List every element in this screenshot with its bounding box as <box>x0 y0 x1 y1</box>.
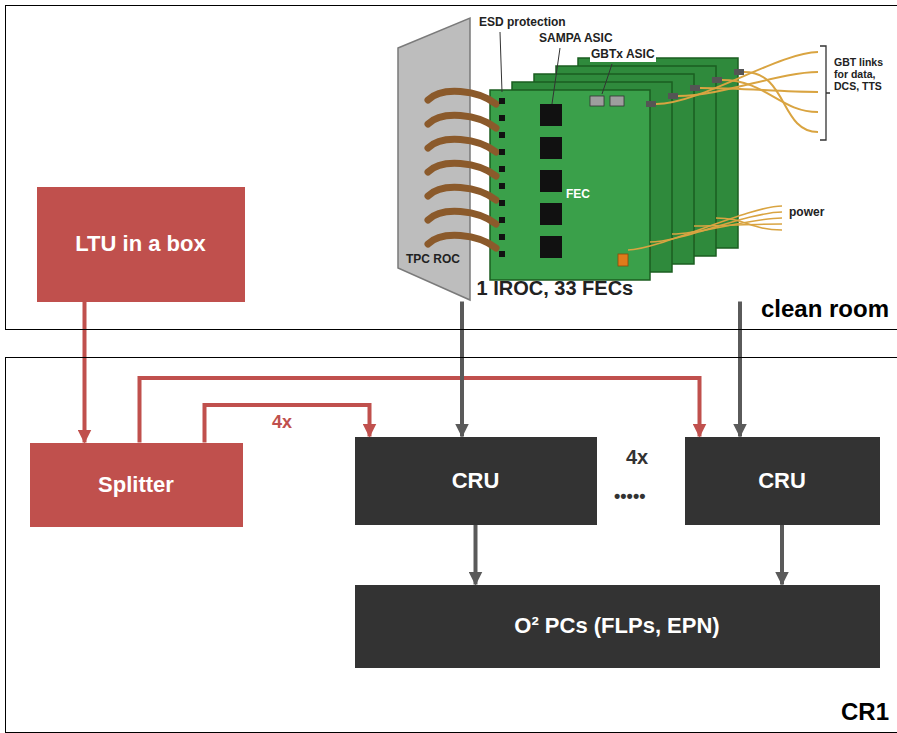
part-label: TPC ROC <box>406 253 460 267</box>
signal-connector <box>780 525 784 585</box>
part-label: power <box>788 206 825 220</box>
esd-diode <box>499 234 505 240</box>
cable-plug <box>668 93 678 99</box>
gbt-cable <box>744 72 818 132</box>
flex-cable <box>428 139 496 152</box>
power-connector <box>618 254 628 266</box>
part-label: FEC <box>566 188 590 202</box>
power-cable <box>672 218 782 234</box>
box-label: Splitter <box>98 472 174 498</box>
sampa-chip <box>540 236 562 258</box>
power-cable <box>694 224 782 226</box>
flex-cable <box>428 115 496 128</box>
gbtx-chip <box>590 96 604 106</box>
flex-cable <box>428 91 496 104</box>
esd-diode <box>499 132 505 138</box>
sampa-chip <box>540 170 562 192</box>
cru-box: CRU <box>685 437 880 525</box>
link-bracket <box>820 46 830 140</box>
leader-lines <box>552 48 560 104</box>
room-region: clean room LTU in a box 1 IROC, 33 FECs <box>5 5 897 330</box>
roc-plate <box>398 18 470 300</box>
power-cable <box>716 218 782 230</box>
signal-connector <box>83 302 87 443</box>
cable-plug <box>712 77 722 83</box>
cable-plug <box>646 101 656 107</box>
esd-diode <box>499 98 505 104</box>
esd-diode <box>499 251 505 257</box>
region-title: clean room <box>761 295 889 323</box>
flex-cable <box>428 211 496 224</box>
power-cable <box>650 212 782 242</box>
region-title: CR1 <box>841 698 889 726</box>
sampa-chip <box>540 137 562 159</box>
roc-plate <box>398 18 470 300</box>
esd-diode <box>499 149 505 155</box>
ltu-box: LTU in a box <box>37 187 245 302</box>
pc-farm-box: O² PCs (FLPs, EPN) <box>355 585 880 668</box>
box-label: O² PCs (FLPs, EPN) <box>514 613 719 639</box>
power-cable <box>628 206 782 250</box>
board-chips <box>499 96 624 258</box>
signal-connector <box>205 405 370 443</box>
gbtx-chip <box>610 96 624 106</box>
esd-diode <box>499 183 505 189</box>
flex-cable <box>428 163 496 176</box>
box-label: LTU in a box <box>75 231 205 257</box>
link-label: GBT links for data, DCS, TTS <box>834 56 892 92</box>
splitter-box: Splitter <box>30 443 243 527</box>
signal-connector <box>474 525 478 585</box>
esd-diode <box>499 115 505 121</box>
assembly-caption: 1 IROC, 33 FECs <box>477 277 634 300</box>
part-label: SAMPA ASIC <box>538 32 614 46</box>
flex-cables <box>428 91 496 248</box>
flex-cable <box>428 235 496 248</box>
fec-boards <box>490 58 738 280</box>
link-bracket <box>820 46 830 140</box>
sampa-chip <box>540 104 562 126</box>
signal-connector <box>460 302 464 437</box>
cable-plug <box>690 85 700 91</box>
signal-connector <box>140 378 700 443</box>
part-label: GBTx ASIC <box>590 48 656 62</box>
multiplicity-label: 4x <box>626 446 648 469</box>
gbt-cable <box>722 80 818 112</box>
gbt-cable <box>656 52 818 104</box>
leader-lines <box>500 32 502 92</box>
esd-diode <box>499 166 505 172</box>
cru-box: CRU <box>355 437 597 525</box>
box-label: CRU <box>452 468 500 494</box>
sampa-chip <box>540 203 562 225</box>
edge-label: 4x <box>270 412 294 433</box>
flex-cable <box>428 187 496 200</box>
esd-diode <box>499 217 505 223</box>
box-label: CRU <box>758 468 806 494</box>
part-label: ESD protection <box>478 16 567 30</box>
esd-diode <box>499 200 505 206</box>
signal-connector <box>738 302 742 437</box>
fec-board <box>490 90 650 280</box>
ellipsis-dots: ••••• <box>614 486 646 507</box>
leader-lines <box>602 64 612 94</box>
room-region: CR1 Splitter CRU CRU O² PCs (FLPs, EPN) <box>5 357 897 733</box>
gbt-cables <box>628 52 818 250</box>
cable-plug <box>734 69 744 75</box>
